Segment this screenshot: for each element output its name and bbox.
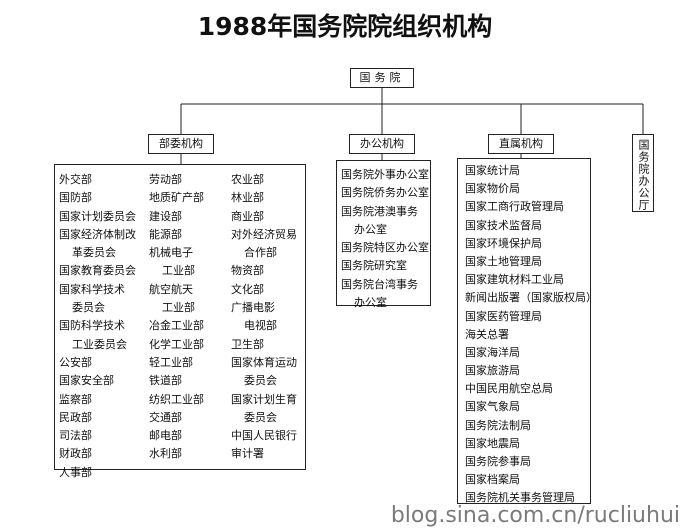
list-item: 国家医药管理局 [465,309,542,323]
list-item: 文化部 [231,282,264,296]
list-item: 国防部 [59,191,92,205]
list-item: 中国人民银行 [231,429,297,443]
branch-ministries-header: 部委机构 [148,134,214,154]
list-item: 国务院机关事务管理局 [465,491,575,505]
list-item: 建设部 [149,209,182,223]
list-item: 劳动部 [149,173,182,186]
list-item: 电视部 [244,319,277,333]
list-item: 地质矿产部 [149,191,204,205]
list-item: 工业部 [162,301,195,315]
list-item: 国家体育运动 [231,355,297,369]
list-item: 国务院台湾事务 [341,277,418,291]
list-item: 国家环境保护局 [465,236,542,250]
list-item: 铁道部 [149,374,182,388]
list-item: 卫生部 [231,337,264,351]
list-item: 财政部 [59,447,92,461]
list-item: 国家气象局 [465,400,520,414]
offices-box: 国务院外事办公室国务院侨务办公室国务院港澳事务办公室国务院特区办公室国务院研究室… [336,160,431,309]
list-item: 国家计划委员会 [59,209,136,223]
list-item: 委员会 [72,301,105,315]
list-item: 国家土地管理局 [465,254,542,268]
list-item: 国务院特区办公室 [341,241,429,255]
ministries-column-2: 劳动部地质矿产部建设部能源部机械电子工业部航空航天工业部冶金工业部化学工业部轻工… [149,171,204,464]
list-item: 国家教育委员会 [59,264,136,278]
list-item: 航空航天 [149,282,193,296]
list-item: 交通部 [149,410,182,424]
list-item: 工业部 [162,264,195,278]
list-item: 农业部 [231,173,264,186]
direct-list: 国家统计局国家物价局国家工商行政管理局国家技术监督局国家环境保护局国家土地管理局… [465,162,597,508]
list-item: 委员会 [244,374,277,388]
list-item: 冶金工业部 [149,319,204,333]
list-item: 国防科学技术 [59,319,125,333]
list-item: 广播电影 [231,301,275,315]
list-item: 国家旅游局 [465,364,520,378]
list-item: 水利部 [149,447,182,461]
list-item: 公安部 [59,355,92,369]
list-item: 新闻出版署（国家版权局） [465,291,597,305]
list-item: 对外经济贸易 [231,227,297,241]
branch-direct-header: 直属机构 [488,134,554,154]
list-item: 司法部 [59,429,92,443]
list-item: 林业部 [231,191,264,205]
list-item: 国家工商行政管理局 [465,200,564,214]
branch-offices-header: 办公机构 [349,134,415,154]
list-item: 审计署 [231,447,264,461]
list-item: 国家建筑材料工业局 [465,273,564,287]
root-node: 国务院 [350,68,414,88]
list-item: 国家档案局 [465,473,520,487]
list-item: 邮电部 [149,429,182,443]
list-item: 国务院研究室 [341,259,407,273]
list-item: 国务院港澳事务 [341,204,418,218]
ministries-column-1: 外交部国防部国家计划委员会国家经济体制改革委员会国家教育委员会国家科学技术委员会… [59,171,136,482]
list-item: 国家物价局 [465,182,520,196]
list-item: 能源部 [149,227,182,241]
list-item: 国家技术监督局 [465,218,542,232]
list-item: 外交部 [59,173,92,186]
ministries-box: 外交部国防部国家计划委员会国家经济体制改革委员会国家教育委员会国家科学技术委员会… [54,164,306,479]
ministries-column-3: 农业部林业部商业部对外经济贸易合作部物资部文化部广播电影电视部卫生部国家体育运动… [231,171,297,464]
list-item: 化学工业部 [149,337,204,351]
list-item: 办公室 [354,222,387,236]
list-item: 海关总署 [465,327,509,341]
watermark: blog.sina.com.cn/rucliuhui [390,503,680,528]
list-item: 革委员会 [72,246,116,260]
list-item: 国务院外事办公室 [341,168,429,181]
list-item: 国务院参事局 [465,455,531,468]
list-item: 国务院法制局 [465,418,531,432]
list-item: 国家海洋局 [465,345,520,359]
list-item: 国家经济体制改 [59,227,136,241]
list-item: 委员会 [244,410,277,424]
chart-title: 1988年国务院院组织机构 [197,12,493,41]
list-item: 商业部 [231,209,264,223]
list-item: 国家科学技术 [59,282,125,296]
list-item: 民政部 [59,410,92,424]
list-item: 国家安全部 [59,374,114,388]
direct-box: 国家统计局国家物价局国家工商行政管理局国家技术监督局国家环境保护局国家土地管理局… [457,158,597,504]
list-item: 国家地震局 [465,436,520,450]
list-item: 国务院侨务办公室 [341,186,429,200]
list-item: 工业委员会 [72,337,127,351]
list-item: 人事部 [59,465,92,479]
list-item: 物资部 [231,264,264,278]
list-item: 中国民用航空总局 [465,382,553,396]
list-item: 机械电子 [149,246,193,260]
list-item: 轻工业部 [149,355,193,369]
list-item: 办公室 [354,296,387,310]
list-item: 纺织工业部 [149,392,204,406]
list-item: 合作部 [244,246,277,260]
list-item: 国家计划生育 [231,392,297,406]
offices-list: 国务院外事办公室国务院侨务办公室国务院港澳事务办公室国务院特区办公室国务院研究室… [341,166,429,312]
branch-general-office-node: 国务院办公厅 [632,134,654,212]
list-item: 国家统计局 [465,164,520,177]
list-item: 监察部 [59,392,92,406]
